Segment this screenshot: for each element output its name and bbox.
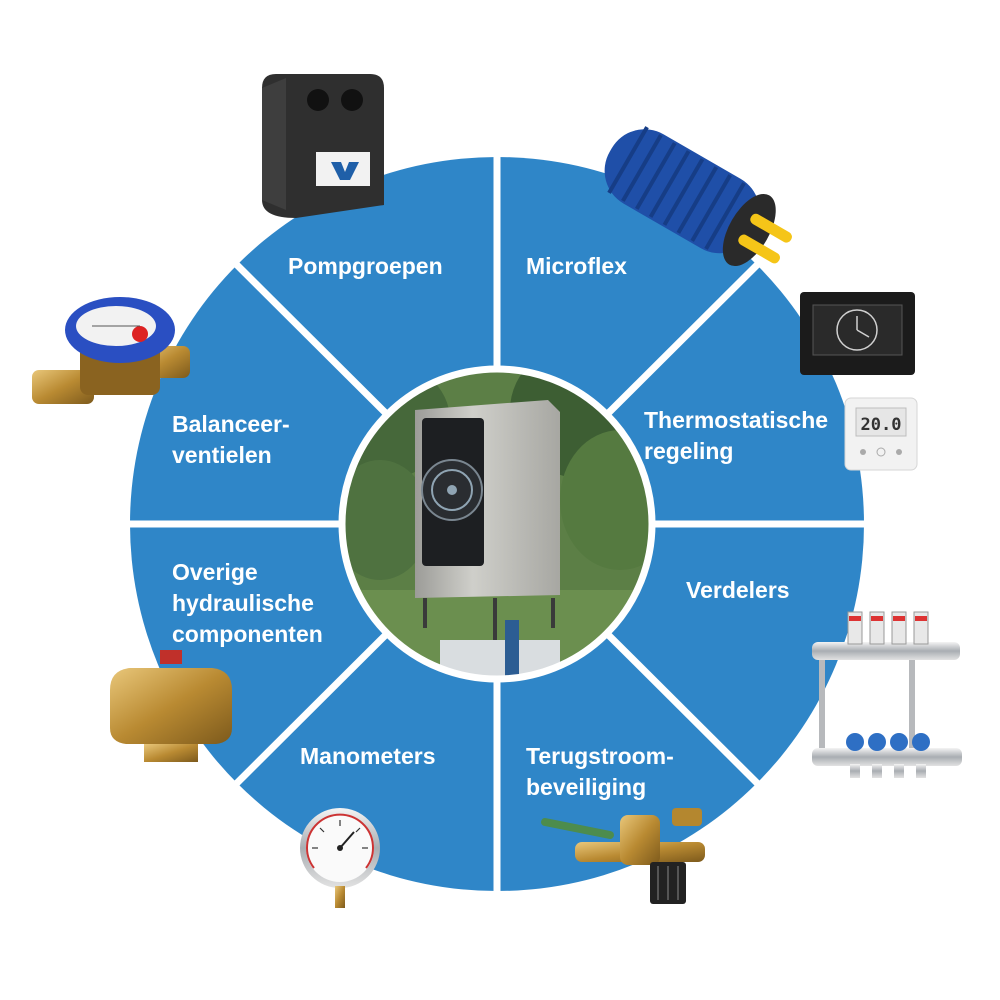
- label-terugstroombeveiliging: Terugstroom-beveiliging: [526, 743, 674, 800]
- label-pompgroepen: Pompgroepen: [288, 253, 443, 279]
- label-verdelers: Verdelers: [686, 577, 790, 603]
- pump-group-box-image: [262, 74, 384, 218]
- manifold-image: [812, 611, 962, 778]
- label-manometers: Manometers: [300, 743, 436, 769]
- thermostat-readout: 20.0: [861, 415, 902, 435]
- backflow-valve-image: [541, 808, 705, 904]
- balancing-valve-image: [32, 297, 190, 404]
- label-microflex: Microflex: [526, 253, 627, 279]
- thermostats-image: 20.0: [800, 292, 918, 471]
- label-balanceerventielen: Balanceer-ventielen: [172, 411, 290, 468]
- center-frame: [338, 365, 656, 683]
- pressure-gauge-image: [300, 808, 380, 908]
- insulated-flex-pipe-image: [604, 126, 792, 267]
- air-vent-image: [110, 650, 232, 762]
